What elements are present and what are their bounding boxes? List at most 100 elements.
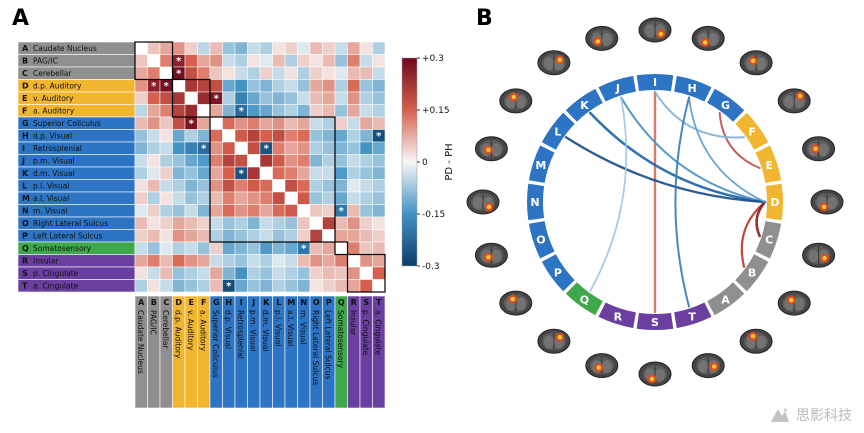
svg-text:*: * xyxy=(189,118,195,129)
panel-b-label: B xyxy=(476,6,493,31)
svg-text:p. Cingulate: p. Cingulate xyxy=(33,269,79,278)
svg-text:p.l. Visual: p.l. Visual xyxy=(274,310,283,346)
svg-text:Insular: Insular xyxy=(33,257,59,266)
ring-segment xyxy=(765,183,784,221)
svg-text:d.m. Visual: d.m. Visual xyxy=(261,310,270,352)
ring-segment xyxy=(735,112,769,150)
svg-text:Left Lateral Sulcus: Left Lateral Sulcus xyxy=(33,232,102,241)
svg-text:A: A xyxy=(138,298,145,307)
ring-segment-letter: N xyxy=(530,196,539,209)
svg-text:-0.15: -0.15 xyxy=(422,210,445,220)
svg-text:I: I xyxy=(22,144,25,153)
ring-segment xyxy=(598,75,636,102)
colorbar: +0.3+0.150-0.15-0.3PD - PH xyxy=(401,54,455,272)
chord-link xyxy=(654,91,745,139)
svg-text:J: J xyxy=(21,157,25,166)
brain-thumbnails xyxy=(466,17,844,387)
svg-text:K: K xyxy=(263,298,270,307)
svg-text:*: * xyxy=(264,143,270,154)
heatmap-cells: ************** xyxy=(134,41,386,293)
brain-image xyxy=(585,353,619,379)
svg-text:*: * xyxy=(376,131,382,142)
svg-text:N: N xyxy=(22,207,29,216)
ring-segment-letter: I xyxy=(653,76,657,89)
svg-text:m. Visual: m. Visual xyxy=(299,310,308,344)
ring-segment-letter: K xyxy=(580,99,589,112)
brain-image xyxy=(777,290,811,316)
svg-text:K: K xyxy=(22,169,29,178)
svg-text:Right Lateral Sulcus: Right Lateral Sulcus xyxy=(33,219,108,228)
ring-segment xyxy=(528,145,555,183)
chord-link xyxy=(589,111,767,204)
svg-text:PAG/IC: PAG/IC xyxy=(33,57,58,66)
svg-text:Somatosensory: Somatosensory xyxy=(33,244,92,253)
ring-segment xyxy=(526,183,545,221)
svg-text:*: * xyxy=(226,281,232,292)
svg-text:G: G xyxy=(213,298,220,307)
svg-text:F: F xyxy=(22,107,27,116)
ring-segment xyxy=(674,75,712,102)
group-outline-box xyxy=(334,241,349,256)
svg-text:O: O xyxy=(313,298,320,307)
brain-image xyxy=(585,25,619,51)
ring-segment-letter: D xyxy=(770,196,779,209)
svg-text:Caudate Nucleus: Caudate Nucleus xyxy=(33,44,97,53)
ring-segment-letter: M xyxy=(535,159,546,172)
ring-segment xyxy=(707,282,745,316)
ring-segment-letter: C xyxy=(765,233,773,246)
svg-text:O: O xyxy=(22,219,29,228)
svg-text:0: 0 xyxy=(422,158,428,168)
brain-image xyxy=(810,189,844,215)
brain-image xyxy=(474,242,508,268)
svg-text:B: B xyxy=(22,57,28,66)
ring-segment-letter: E xyxy=(765,159,773,172)
svg-text:P: P xyxy=(22,232,28,241)
watermark-text: 思影科技 xyxy=(796,408,852,424)
watermark: 思影科技 xyxy=(770,405,852,425)
watermark-logo-icon xyxy=(771,408,789,422)
svg-text:PAG/IC: PAG/IC xyxy=(149,310,158,335)
ring-segment xyxy=(636,73,674,92)
svg-text:Superior Coliculus: Superior Coliculus xyxy=(211,310,220,378)
svg-text:S: S xyxy=(22,269,28,278)
svg-text:a. Auditory: a. Auditory xyxy=(199,310,208,352)
svg-text:Q: Q xyxy=(338,298,345,307)
svg-text:H: H xyxy=(22,132,29,141)
svg-text:*: * xyxy=(214,93,220,104)
svg-text:A: A xyxy=(22,44,29,53)
svg-text:E: E xyxy=(189,298,194,307)
chord-link xyxy=(688,96,766,203)
ring-segment-letter: P xyxy=(554,267,562,280)
ring-segment xyxy=(565,88,603,122)
svg-text:*: * xyxy=(201,143,207,154)
svg-text:D: D xyxy=(175,298,182,307)
brain-image xyxy=(537,328,571,354)
svg-text:I: I xyxy=(240,298,243,307)
svg-text:+0.15: +0.15 xyxy=(422,106,450,116)
svg-text:Right Lateral Sulcus: Right Lateral Sulcus xyxy=(311,310,320,385)
ring-segment-letter: F xyxy=(748,126,756,139)
ring-segment xyxy=(707,88,745,122)
svg-text:d.p. Auditory: d.p. Auditory xyxy=(33,82,82,91)
svg-text:*: * xyxy=(239,168,245,179)
brain-image xyxy=(474,136,508,162)
svg-text:L: L xyxy=(276,298,281,307)
ring-segment xyxy=(636,312,674,331)
svg-text:d.p. Visual: d.p. Visual xyxy=(33,132,72,141)
ring-segment xyxy=(755,145,782,183)
svg-text:d.p. Visual: d.p. Visual xyxy=(224,310,233,349)
svg-text:M: M xyxy=(287,298,295,307)
svg-text:C: C xyxy=(163,298,169,307)
svg-text:J: J xyxy=(251,298,255,307)
svg-text:d.m. Visual: d.m. Visual xyxy=(33,169,75,178)
svg-text:S: S xyxy=(363,298,369,307)
brain-image xyxy=(802,136,836,162)
svg-text:Retrosplenial: Retrosplenial xyxy=(236,310,245,359)
colorbar-label: PD - PH xyxy=(444,143,455,180)
chord-link xyxy=(718,112,761,169)
svg-text:Cerebellar: Cerebellar xyxy=(33,69,73,78)
svg-text:*: * xyxy=(339,206,345,217)
